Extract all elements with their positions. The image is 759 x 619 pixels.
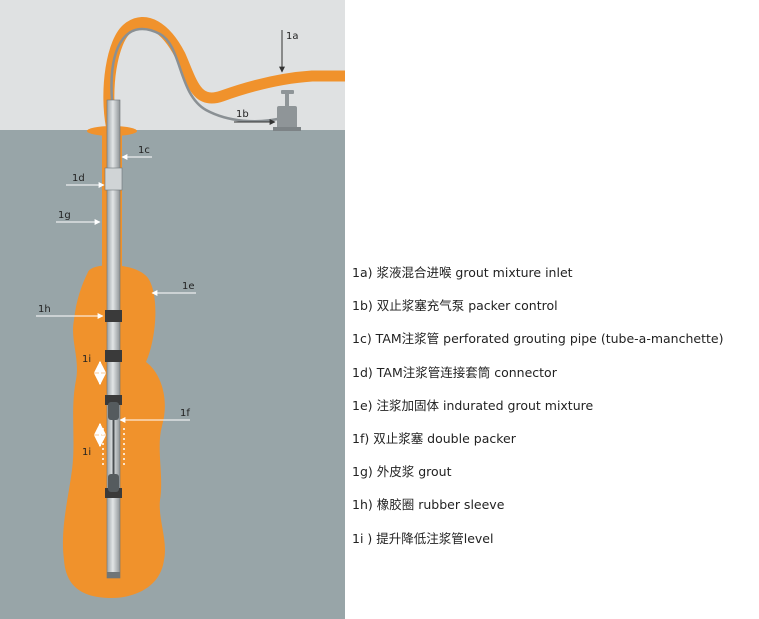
callout-1f: 1f — [180, 408, 190, 419]
legend-item-1b: 1b) 双止浆塞充气泵 packer control — [352, 298, 558, 314]
rubber-sleeve — [105, 310, 122, 322]
grout-inlet-ribbon — [103, 17, 345, 136]
double-packer-upper — [108, 402, 119, 420]
legend-item-1d: 1d) TAM注浆管连接套筒 connector — [352, 364, 557, 380]
callout-1g: 1g — [58, 210, 71, 221]
legend-item-1c: 1c) TAM注浆管 perforated grouting pipe (tub… — [352, 331, 724, 347]
rubber-sleeve — [105, 395, 122, 405]
packer-pump-icon — [273, 90, 301, 131]
packer-control-hose — [110, 27, 283, 123]
tam-grouting-diagram: 1a 1b 1c 1d 1g 1e 1h 1i 1f 1i — [0, 0, 345, 619]
callout-1e: 1e — [182, 281, 195, 292]
rubber-sleeve — [105, 350, 122, 362]
legend-item-1e: 1e) 注浆加固体 indurated grout mixture — [352, 397, 594, 413]
double-packer-lower — [108, 474, 119, 492]
rubber-sleeve — [105, 488, 122, 498]
pipe-bottom-cap — [107, 572, 120, 578]
legend-list: 1a) 浆液混合进喉 grout mixture inlet 1b) 双止浆塞充… — [352, 264, 752, 563]
ground — [0, 130, 345, 619]
callout-1h: 1h — [38, 304, 51, 315]
callout-1a: 1a — [286, 31, 299, 42]
legend-item-1a: 1a) 浆液混合进喉 grout mixture inlet — [352, 265, 573, 280]
legend-item-1g: 1g) 外皮浆 grout — [352, 464, 452, 480]
pipe-connector — [104, 167, 123, 191]
legend-item-1h: 1h) 橡胶圈 rubber sleeve — [352, 497, 505, 513]
callout-1c: 1c — [138, 145, 150, 156]
callout-1i-upper: 1i — [82, 354, 91, 365]
legend-item-1f: 1f) 双止浆塞 double packer — [352, 430, 516, 446]
callout-1d: 1d — [72, 173, 85, 184]
callout-1b: 1b — [236, 109, 249, 120]
callout-1i-lower: 1i — [82, 447, 91, 458]
legend-item-1i: 1i ) 提升降低注浆管level — [352, 530, 494, 546]
